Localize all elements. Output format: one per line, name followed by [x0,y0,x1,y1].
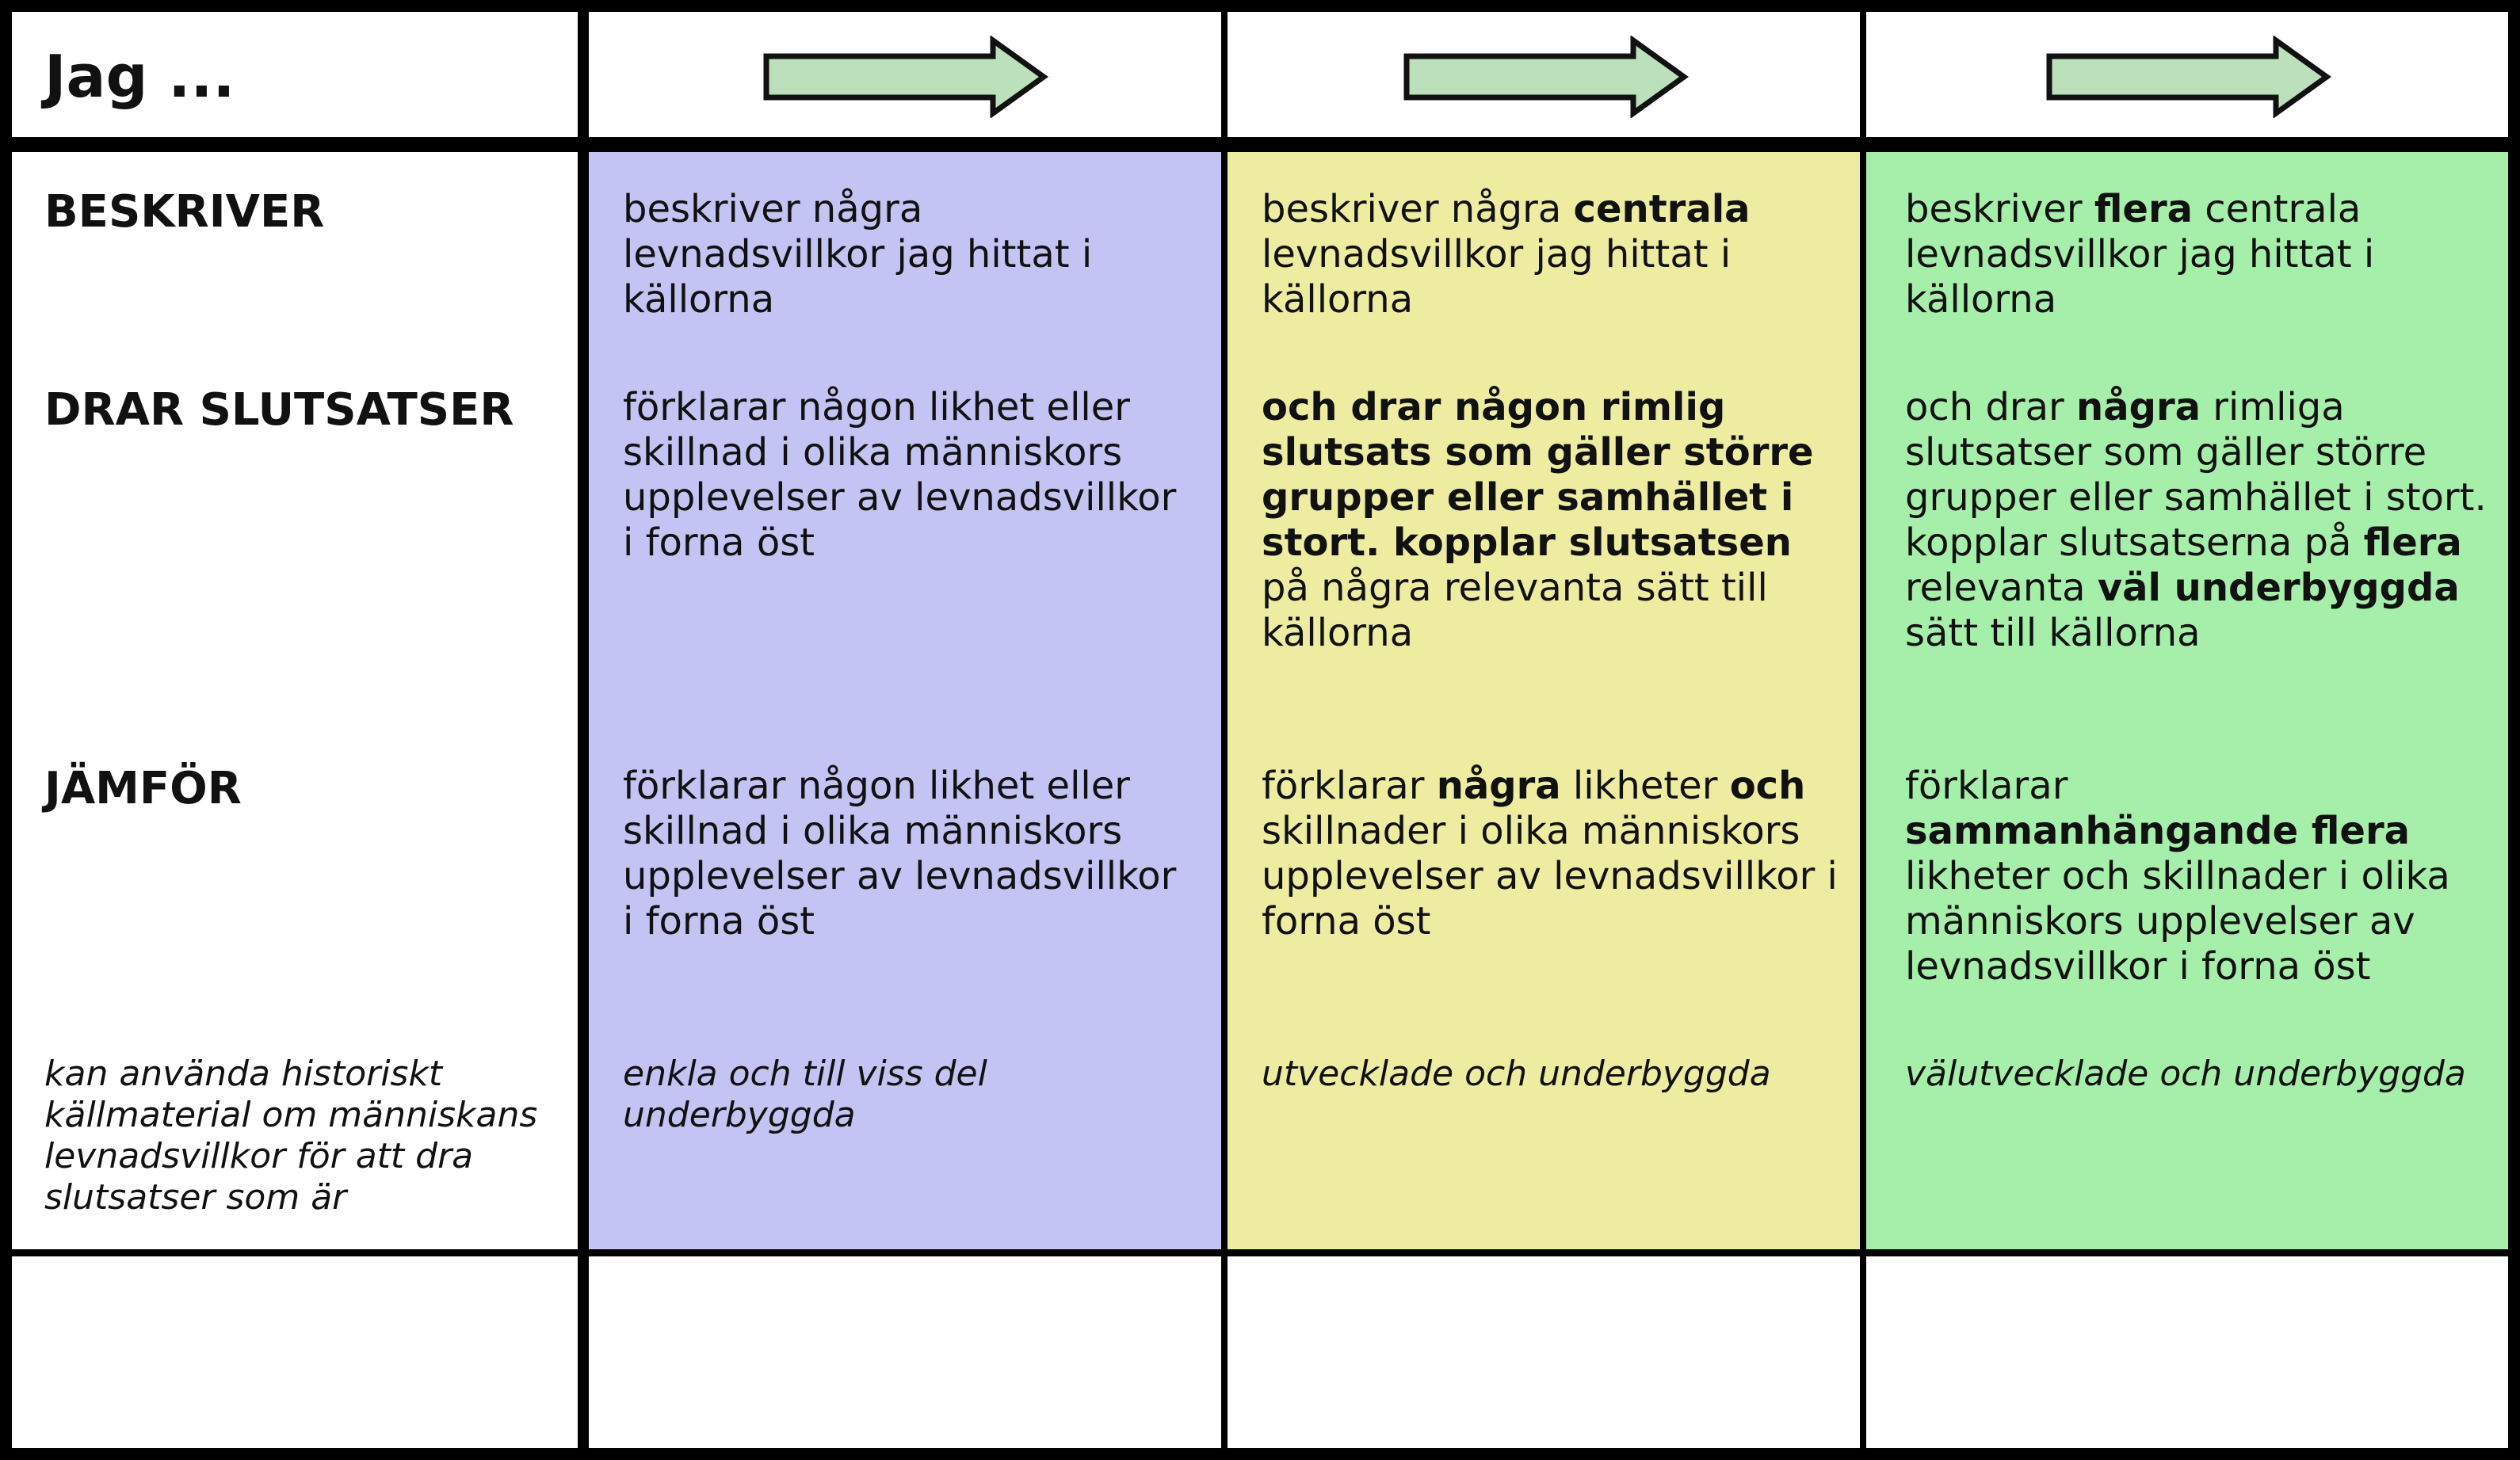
column-divider-1 [578,0,589,1460]
level-3-column [1866,145,2508,1249]
border-right [2508,0,2520,1460]
progress-arrow-icon [2046,36,2331,118]
border-left [0,0,12,1460]
progress-arrow-icon [1403,36,1689,118]
drar-level-3: och drar några rimliga slutsatser som gä… [1905,385,2487,655]
footer-level-2: utvecklade och underbyggda [1262,1054,1771,1094]
border-bottom [0,1448,2520,1460]
column-divider-3 [1860,0,1866,1460]
row-label-footer: kan använda historiskt källmaterial om m… [44,1054,538,1218]
footer-level-3: välutvecklade och underbyggda [1905,1054,2466,1094]
beskriver-level-3: beskriver flera centrala levnadsvillkor … [1905,187,2375,322]
footer-level-1: enkla och till viss del underbyggda [623,1054,987,1135]
progress-arrow-icon [763,36,1048,118]
level-2-column [1228,145,1860,1249]
beskriver-level-1: beskriver några levnadsvillkor jag hitta… [623,187,1093,322]
drar-level-2: och drar någon rimlig slutsats som gälle… [1262,385,1814,655]
row-label-beskriver: BESKRIVER [44,186,325,238]
header-title: Jag ... [44,43,235,111]
header-divider [0,137,2520,152]
border-top [0,0,2520,12]
row-label-jamfor: JÄMFÖR [44,763,242,814]
drar-level-1: förklarar någon likhet eller skillnad i … [623,385,1177,565]
footer-divider [0,1249,2520,1256]
jamfor-level-3: förklarar sammanhängande flera likheter … [1905,764,2450,989]
column-divider-2 [1221,0,1228,1460]
jamfor-level-2: förklarar några likheter och skillnader … [1262,764,1838,943]
row-label-drar-slutsatser: DRAR SLUTSATSER [44,384,514,436]
jamfor-level-1: förklarar någon likhet eller skillnad i … [623,764,1177,943]
beskriver-level-2: beskriver några centrala levnadsvillkor … [1262,187,1751,322]
level-1-column [589,145,1221,1249]
